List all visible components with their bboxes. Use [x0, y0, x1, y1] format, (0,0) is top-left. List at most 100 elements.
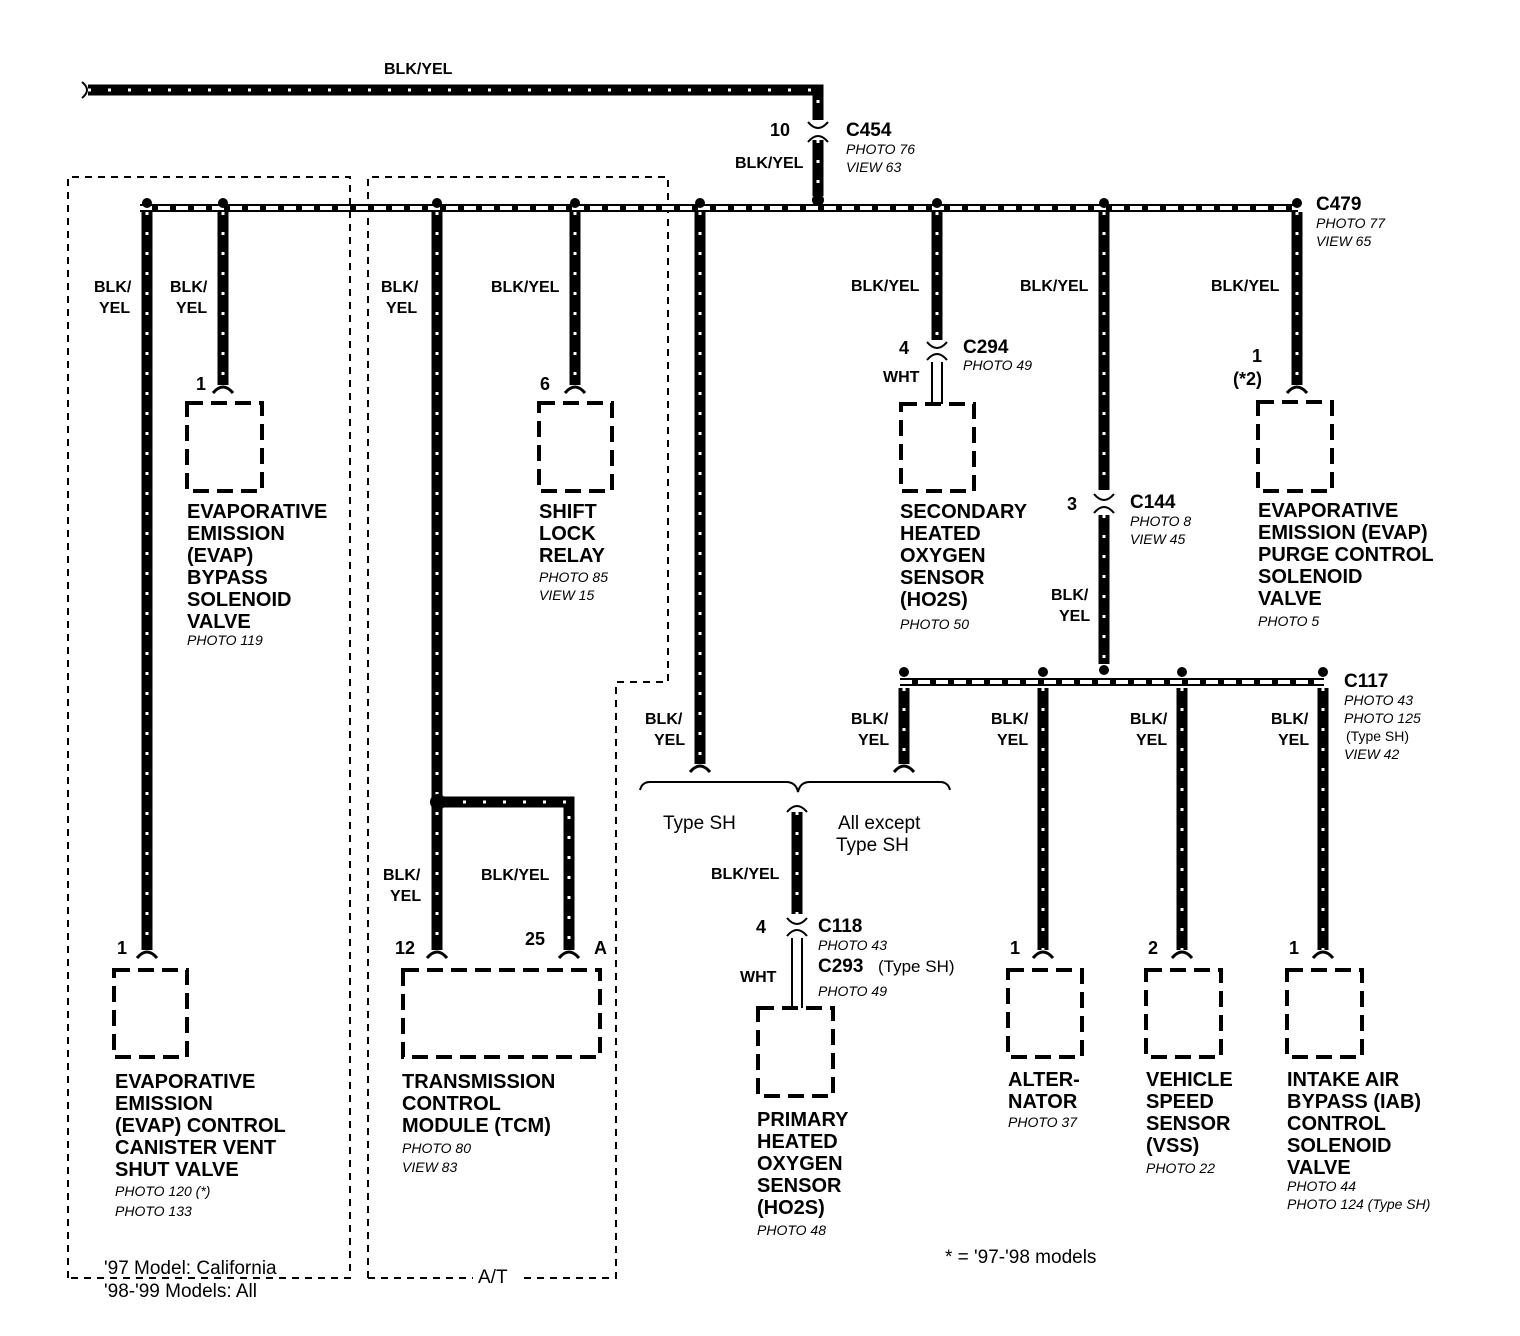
svg-text:PHOTO 48: PHOTO 48: [757, 1222, 826, 1238]
pin-note: (*2): [1233, 369, 1262, 389]
c118-pin: 4: [756, 917, 766, 937]
svg-text:PRIMARY: PRIMARY: [757, 1109, 849, 1131]
region-box-at: [367, 176, 669, 1279]
wire-label: BLK/YEL: [491, 279, 560, 296]
c117-ref: VIEW 42: [1344, 746, 1399, 762]
all-except-note: All except: [838, 813, 921, 834]
svg-text:VALVE: VALVE: [187, 611, 251, 633]
c144-ref: PHOTO 8: [1130, 513, 1191, 529]
c294-pin: 4: [899, 338, 909, 358]
svg-text:SOLENOID: SOLENOID: [1287, 1135, 1391, 1157]
primary-o2-box: [756, 1006, 835, 1098]
pin-number: A: [594, 938, 607, 958]
type-sh-note: Type SH: [663, 813, 736, 834]
secondary-o2-label: SECONDARY HEATED OXYGEN SENSOR (HO2S) PH…: [900, 501, 1028, 632]
wire-label: BLK/: [851, 711, 889, 728]
svg-text:INTAKE AIR: INTAKE AIR: [1287, 1069, 1400, 1091]
svg-text:SPEED: SPEED: [1146, 1091, 1214, 1113]
c454-ref: PHOTO 76: [846, 141, 915, 157]
c454-pin: 10: [770, 120, 790, 140]
svg-text:VIEW 15: VIEW 15: [539, 587, 594, 603]
svg-text:(HO2S): (HO2S): [900, 589, 968, 611]
svg-text:HEATED: HEATED: [757, 1131, 838, 1153]
c479-name: C479: [1316, 194, 1361, 215]
svg-text:SENSOR: SENSOR: [1146, 1113, 1231, 1135]
wire-label: BLK/: [1051, 587, 1089, 604]
svg-text:VALVE: VALVE: [1287, 1157, 1351, 1179]
c144-pin: 3: [1067, 494, 1077, 514]
wire-label: BLK/: [170, 279, 208, 296]
svg-text:PHOTO 5: PHOTO 5: [1258, 613, 1319, 629]
svg-text:PHOTO 85: PHOTO 85: [539, 569, 608, 585]
svg-text:CONTROL: CONTROL: [402, 1093, 501, 1115]
svg-text:LOCK: LOCK: [539, 523, 596, 545]
c479-ref: VIEW 65: [1316, 233, 1371, 249]
svg-text:TRANSMISSION: TRANSMISSION: [402, 1071, 555, 1093]
svg-text:PHOTO 124 (Type SH): PHOTO 124 (Type SH): [1287, 1196, 1430, 1212]
alternator-label: ALTER- NATOR PHOTO 37: [1008, 1069, 1080, 1130]
primary-o2-label: PRIMARY HEATED OXYGEN SENSOR (HO2S) PHOT…: [757, 1109, 849, 1238]
c117-ref: (Type SH): [1346, 728, 1409, 744]
svg-text:SOLENOID: SOLENOID: [187, 589, 291, 611]
svg-text:EVAPORATIVE: EVAPORATIVE: [115, 1071, 255, 1093]
svg-text:CONTROL: CONTROL: [1287, 1113, 1386, 1135]
c117-name: C117: [1344, 671, 1388, 692]
pin-number: 1: [117, 938, 127, 958]
svg-text:(HO2S): (HO2S): [757, 1197, 825, 1219]
c454-connector: [807, 121, 829, 206]
svg-text:PHOTO 50: PHOTO 50: [900, 616, 969, 632]
purge-valve-label: EVAPORATIVE EMISSION (EVAP) PURGE CONTRO…: [1258, 500, 1434, 629]
tcm-label: TRANSMISSION CONTROL MODULE (TCM) PHOTO …: [402, 1071, 555, 1175]
splice-bus-upper: [140, 198, 1302, 212]
svg-text:CANISTER VENT: CANISTER VENT: [115, 1137, 276, 1159]
wire-label: BLK/YEL: [481, 867, 550, 884]
wire-label: BLK/YEL: [384, 61, 453, 78]
pin-number: 1: [1252, 346, 1262, 366]
bypass-valve-box: [185, 401, 264, 493]
svg-text:PHOTO 80: PHOTO 80: [402, 1140, 471, 1156]
svg-text:PHOTO 44: PHOTO 44: [1287, 1178, 1356, 1194]
c293-note: (Type SH): [878, 957, 955, 976]
pin-number: 12: [395, 938, 415, 958]
region-california-label: '97 Model: California: [104, 1258, 277, 1279]
region-at-label: A/T: [478, 1267, 508, 1288]
pin-number: 25: [525, 929, 545, 949]
wire-label: BLK/YEL: [851, 278, 920, 295]
svg-text:EVAPORATIVE: EVAPORATIVE: [187, 501, 327, 523]
svg-text:SHUT VALVE: SHUT VALVE: [115, 1159, 239, 1181]
wire-label: BLK/YEL: [711, 866, 780, 883]
svg-text:EMISSION: EMISSION: [115, 1093, 213, 1115]
wire-label: YEL: [390, 888, 421, 905]
svg-text:SENSOR: SENSOR: [757, 1175, 842, 1197]
c294-connector: [926, 341, 948, 404]
branch-wires-upper: [141, 212, 1303, 950]
c117-ref: PHOTO 125: [1344, 710, 1421, 726]
primary-o2-wire: [786, 805, 808, 1008]
pin-number: 1: [1289, 938, 1299, 958]
c117-ref: PHOTO 43: [1344, 692, 1413, 708]
svg-text:MODULE (TCM): MODULE (TCM): [402, 1115, 551, 1137]
svg-text:SENSOR: SENSOR: [900, 567, 985, 589]
c294-name: C294: [963, 337, 1009, 358]
option-brace: [639, 781, 951, 793]
svg-text:SHIFT: SHIFT: [539, 501, 597, 523]
alternator-box: [1006, 968, 1084, 1059]
region-california-label: '98-'99 Models: All: [104, 1281, 257, 1302]
svg-text:PURGE CONTROL: PURGE CONTROL: [1258, 544, 1434, 566]
region-box-california: [67, 176, 351, 1279]
purge-valve-box: [1256, 400, 1334, 493]
pin-number: 6: [540, 374, 550, 394]
iab-valve-box: [1285, 968, 1364, 1059]
pin-number: 2: [1148, 938, 1158, 958]
svg-text:RELAY: RELAY: [539, 545, 606, 567]
svg-text:SOLENOID: SOLENOID: [1258, 566, 1362, 588]
svg-text:OXYGEN: OXYGEN: [757, 1153, 843, 1175]
wire-label: BLK/YEL: [1020, 278, 1089, 295]
svg-text:OXYGEN: OXYGEN: [900, 545, 986, 567]
wire-label: BLK/: [1130, 711, 1168, 728]
wire-label: YEL: [1136, 732, 1167, 749]
tcm-box: [401, 968, 602, 1059]
main-wire: [81, 81, 824, 120]
shift-lock-relay-box: [537, 401, 614, 493]
